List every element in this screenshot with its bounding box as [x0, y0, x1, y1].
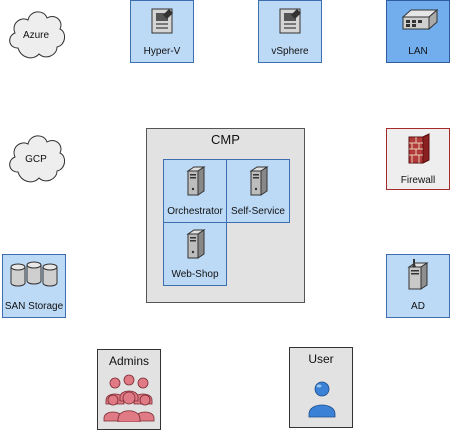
firewall-node: Firewall	[386, 128, 450, 190]
firewall-label: Firewall	[400, 175, 436, 186]
selfservice-label: Self-Service	[231, 206, 285, 217]
user-group: User	[289, 347, 353, 428]
admins-title: Admins	[108, 354, 149, 368]
hyperv-node: Hyper-V	[130, 0, 194, 63]
ad-node: AD	[386, 254, 450, 318]
user-person-icon	[308, 381, 336, 418]
cloud-icon	[9, 135, 65, 183]
san-storage-label: SAN Storage	[4, 301, 64, 312]
gcp-label: GCP	[25, 154, 47, 165]
admins-people-icon	[103, 374, 155, 422]
server-icon	[186, 166, 206, 196]
webshop-label: Web-Shop	[171, 269, 219, 280]
orchestrator-node: Orchestrator	[163, 159, 227, 223]
server-icon	[249, 166, 269, 196]
cloud-icon	[9, 11, 65, 59]
firewall-icon	[408, 133, 430, 164]
hypervisor-server-icon	[279, 8, 301, 34]
directory-server-icon	[407, 259, 429, 290]
webshop-node: Web-Shop	[163, 222, 227, 286]
san-storage-node: SAN Storage	[2, 254, 66, 318]
user-title: User	[308, 352, 334, 366]
azure-cloud: Azure	[4, 4, 68, 66]
cmp-title: CMP	[211, 132, 240, 147]
hypervisor-server-icon	[151, 8, 173, 34]
selfservice-node: Self-Service	[226, 159, 290, 223]
server-icon	[186, 229, 206, 259]
hyperv-label: Hyper-V	[143, 46, 181, 57]
admins-group: Admins	[97, 349, 161, 430]
lan-node: LAN	[386, 0, 450, 63]
lan-label: LAN	[408, 46, 428, 57]
storage-disks-icon	[10, 261, 58, 287]
vsphere-label: vSphere	[271, 46, 309, 57]
ad-label: AD	[411, 301, 425, 312]
gcp-cloud: GCP	[4, 128, 68, 190]
azure-label: Azure	[22, 30, 50, 41]
orchestrator-label: Orchestrator	[167, 206, 223, 217]
network-switch-icon	[401, 8, 439, 31]
vsphere-node: vSphere	[258, 0, 322, 63]
